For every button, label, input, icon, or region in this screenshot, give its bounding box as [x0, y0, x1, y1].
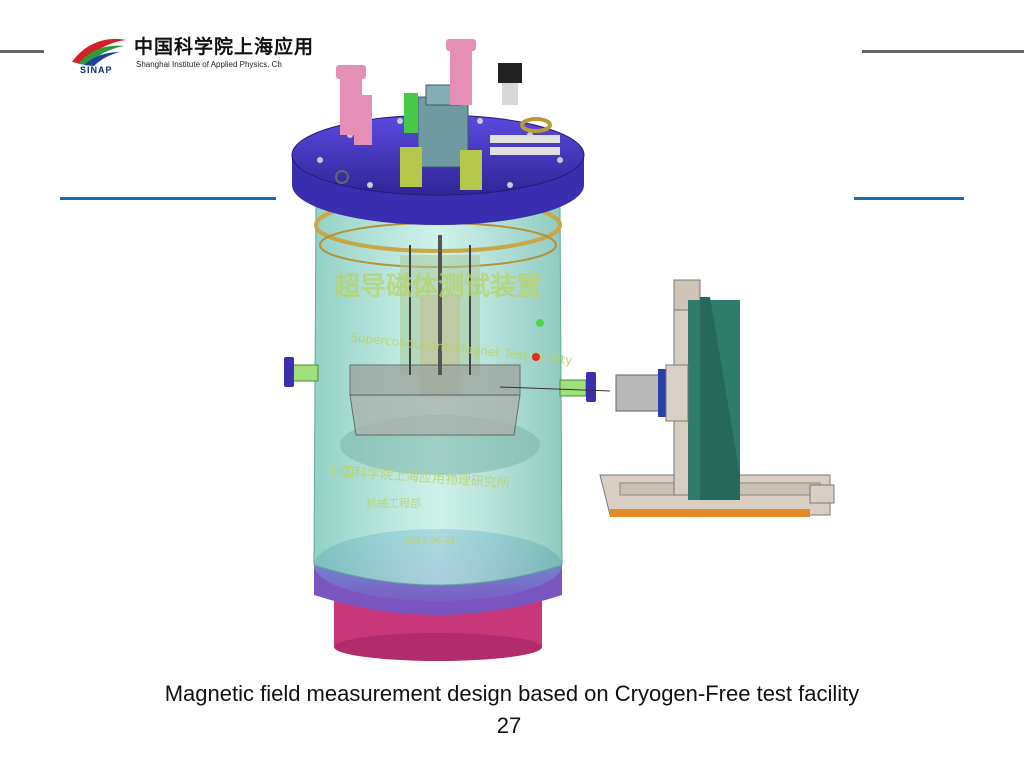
measurement-stage — [599, 279, 835, 517]
right-side-port — [499, 372, 611, 402]
title-rule-left — [60, 197, 276, 200]
header-rule-right — [862, 50, 1024, 53]
overlay-date: 2013.06.22 — [404, 536, 456, 546]
internal-assembly — [349, 235, 521, 436]
overlay-chinese-title: 超导磁体测试装置 — [334, 271, 542, 302]
marker-red — [532, 353, 540, 361]
title-rule-right — [854, 197, 964, 200]
overlay-department: 机械工程部 — [366, 496, 421, 510]
left-side-port — [284, 357, 319, 387]
top-fittings — [335, 39, 560, 190]
sinap-swoosh-icon — [72, 38, 126, 66]
page-number: 27 — [496, 713, 522, 738]
logo-english-name: Shanghai Institute of Applied Physics, C… — [136, 60, 282, 69]
logo-abbreviation: SINAP — [80, 65, 113, 75]
marker-green — [536, 319, 544, 327]
vessel-base — [334, 595, 542, 661]
sinap-logo: SINAP 中国科学院上海应用 Shanghai Institute of Ap… — [68, 32, 313, 82]
cryostat-figure: 超导磁体测试装置 Superconducting Magnet Test Fac… — [284, 39, 835, 661]
header-rule-left — [0, 50, 44, 53]
figure-caption: Magnetic field measurement design based … — [164, 681, 860, 706]
logo-chinese-name: 中国科学院上海应用 — [134, 36, 315, 58]
